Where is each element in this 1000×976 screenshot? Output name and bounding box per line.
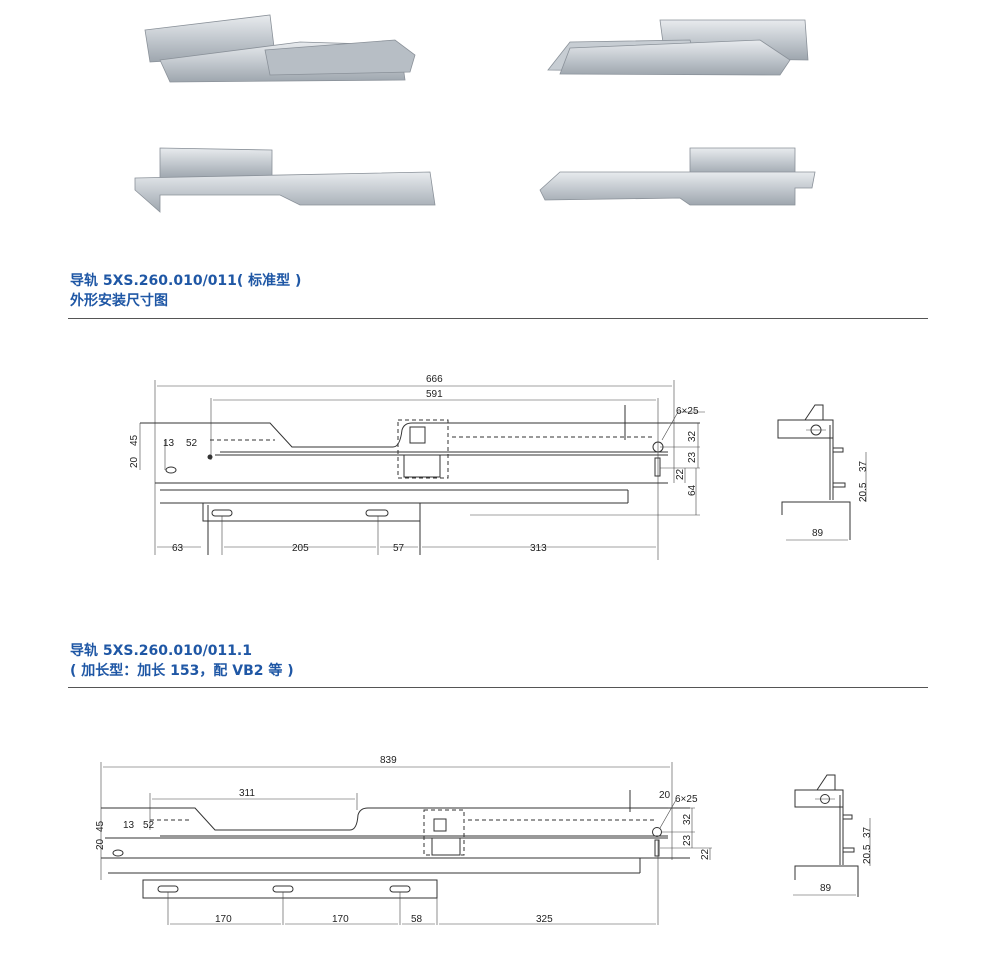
section1-title: 导轨 5XS.260.010/011( 标准型 )	[70, 273, 302, 289]
dim-45: 45	[95, 820, 106, 832]
side2-dim-20-5: 20.5	[862, 844, 873, 864]
dim-170-a: 170	[215, 914, 232, 925]
side1-dim-20-5: 20.5	[858, 482, 869, 502]
rail-photo-top-right	[547, 19, 809, 76]
dim-313: 313	[530, 543, 547, 554]
dim-325: 325	[536, 914, 553, 925]
dim-20: 20	[95, 838, 106, 850]
dim-205: 205	[292, 543, 309, 554]
drawing-standard-front	[139, 380, 705, 560]
dim-13: 13	[123, 820, 135, 831]
dim-311: 311	[239, 788, 255, 799]
dim-170-b: 170	[332, 914, 349, 925]
drawing-extended-front	[100, 762, 712, 925]
drawing-extended-side	[793, 774, 871, 897]
dim-64: 64	[687, 484, 698, 496]
dim-52: 52	[186, 438, 198, 449]
dim-839: 839	[380, 755, 397, 766]
side1-dim-37: 37	[858, 460, 869, 472]
section2-subtitle: ( 加长型：加长 153，配 VB2 等 )	[70, 663, 294, 679]
dim-58: 58	[411, 914, 423, 925]
dim-57: 57	[393, 543, 405, 554]
drawing-standard-side	[777, 404, 867, 541]
section2-title: 导轨 5XS.260.010/011.1	[70, 643, 252, 659]
dim-63: 63	[172, 543, 184, 554]
dim-22: 22	[700, 848, 711, 860]
side1-dim-89: 89	[812, 528, 824, 539]
dim-32: 32	[682, 813, 693, 825]
section1-subtitle: 外形安装尺寸图	[70, 293, 168, 309]
rail-photo-top-left	[144, 14, 416, 83]
dim-13: 13	[163, 438, 175, 449]
dim-20: 20	[129, 456, 140, 468]
rail-photo-bottom-right	[539, 147, 816, 206]
dim-hole-6x25: 6×25	[676, 406, 699, 417]
dim-23: 23	[687, 451, 698, 463]
dim-666: 666	[426, 374, 443, 385]
section1-divider	[68, 318, 928, 319]
dim-20-right: 20	[659, 790, 671, 801]
dim-45: 45	[129, 434, 140, 446]
side2-dim-89: 89	[820, 883, 832, 894]
dim-22: 22	[675, 468, 686, 480]
dim-32: 32	[687, 430, 698, 442]
side2-dim-37: 37	[862, 826, 873, 838]
rail-photo-bottom-left	[134, 147, 436, 213]
section2-divider	[68, 687, 928, 688]
dim-591: 591	[426, 389, 443, 400]
dim-23: 23	[682, 834, 693, 846]
dim-hole-6x25: 6×25	[675, 794, 698, 805]
dim-52: 52	[143, 820, 155, 831]
